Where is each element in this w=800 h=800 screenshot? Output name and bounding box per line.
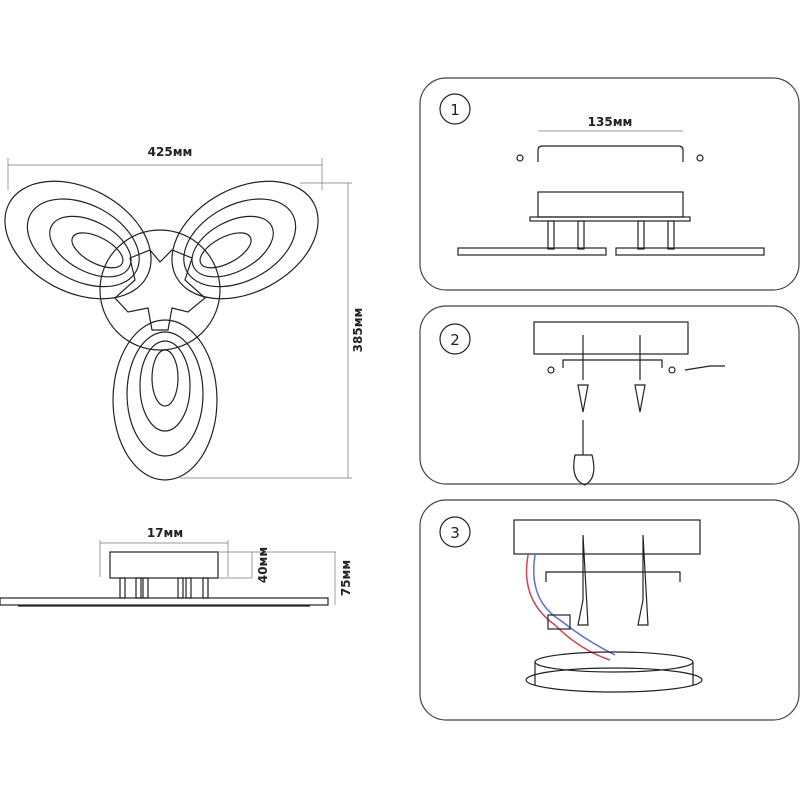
step-number: 2 (450, 331, 460, 349)
height-dimension: 385мм (351, 308, 365, 353)
step-number: 3 (450, 524, 460, 542)
width-dimension: 425мм (148, 145, 193, 159)
step-1-panel: 1 135мм (419, 77, 800, 291)
lamp-side-view: 17мм 40мм 75мм (0, 526, 353, 607)
base-height-dimension: 40мм (256, 547, 270, 583)
bracket-dimension: 135мм (588, 115, 633, 129)
step-number: 1 (450, 101, 460, 119)
step-2-panel: 2 (419, 305, 800, 486)
lamp-top-view: 425мм 385мм (4, 145, 365, 481)
step-3-panel: 3 (419, 499, 800, 721)
petal-right (171, 180, 319, 300)
total-height-dimension: 75мм (339, 560, 353, 596)
base-width-dimension: 17мм (147, 526, 183, 540)
petal-bottom (112, 319, 218, 481)
petal-left (4, 180, 152, 300)
